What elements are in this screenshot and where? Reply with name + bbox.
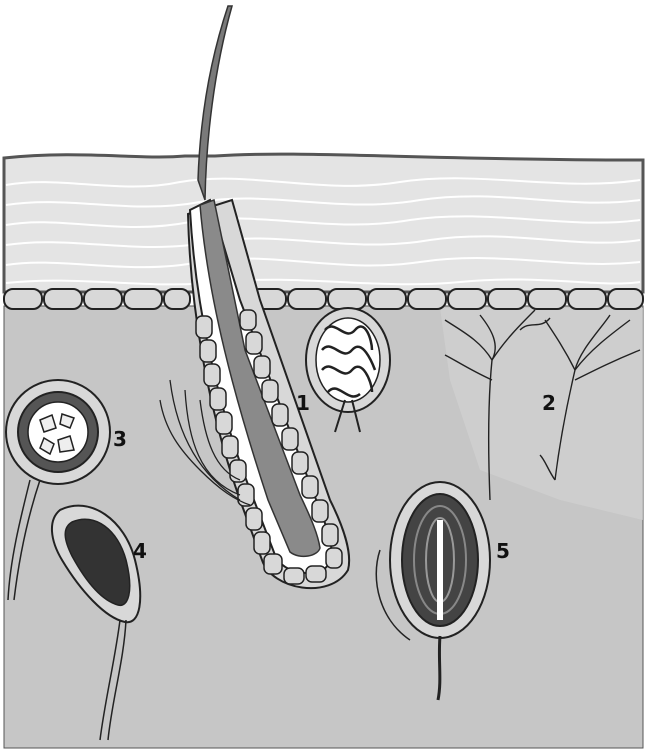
label-2: 2 <box>542 391 556 415</box>
label-3: 3 <box>113 427 127 451</box>
label-5: 5 <box>496 539 510 563</box>
label-1: 1 <box>296 391 310 415</box>
basal-cell-layer <box>4 289 643 309</box>
label-4: 4 <box>133 539 147 563</box>
